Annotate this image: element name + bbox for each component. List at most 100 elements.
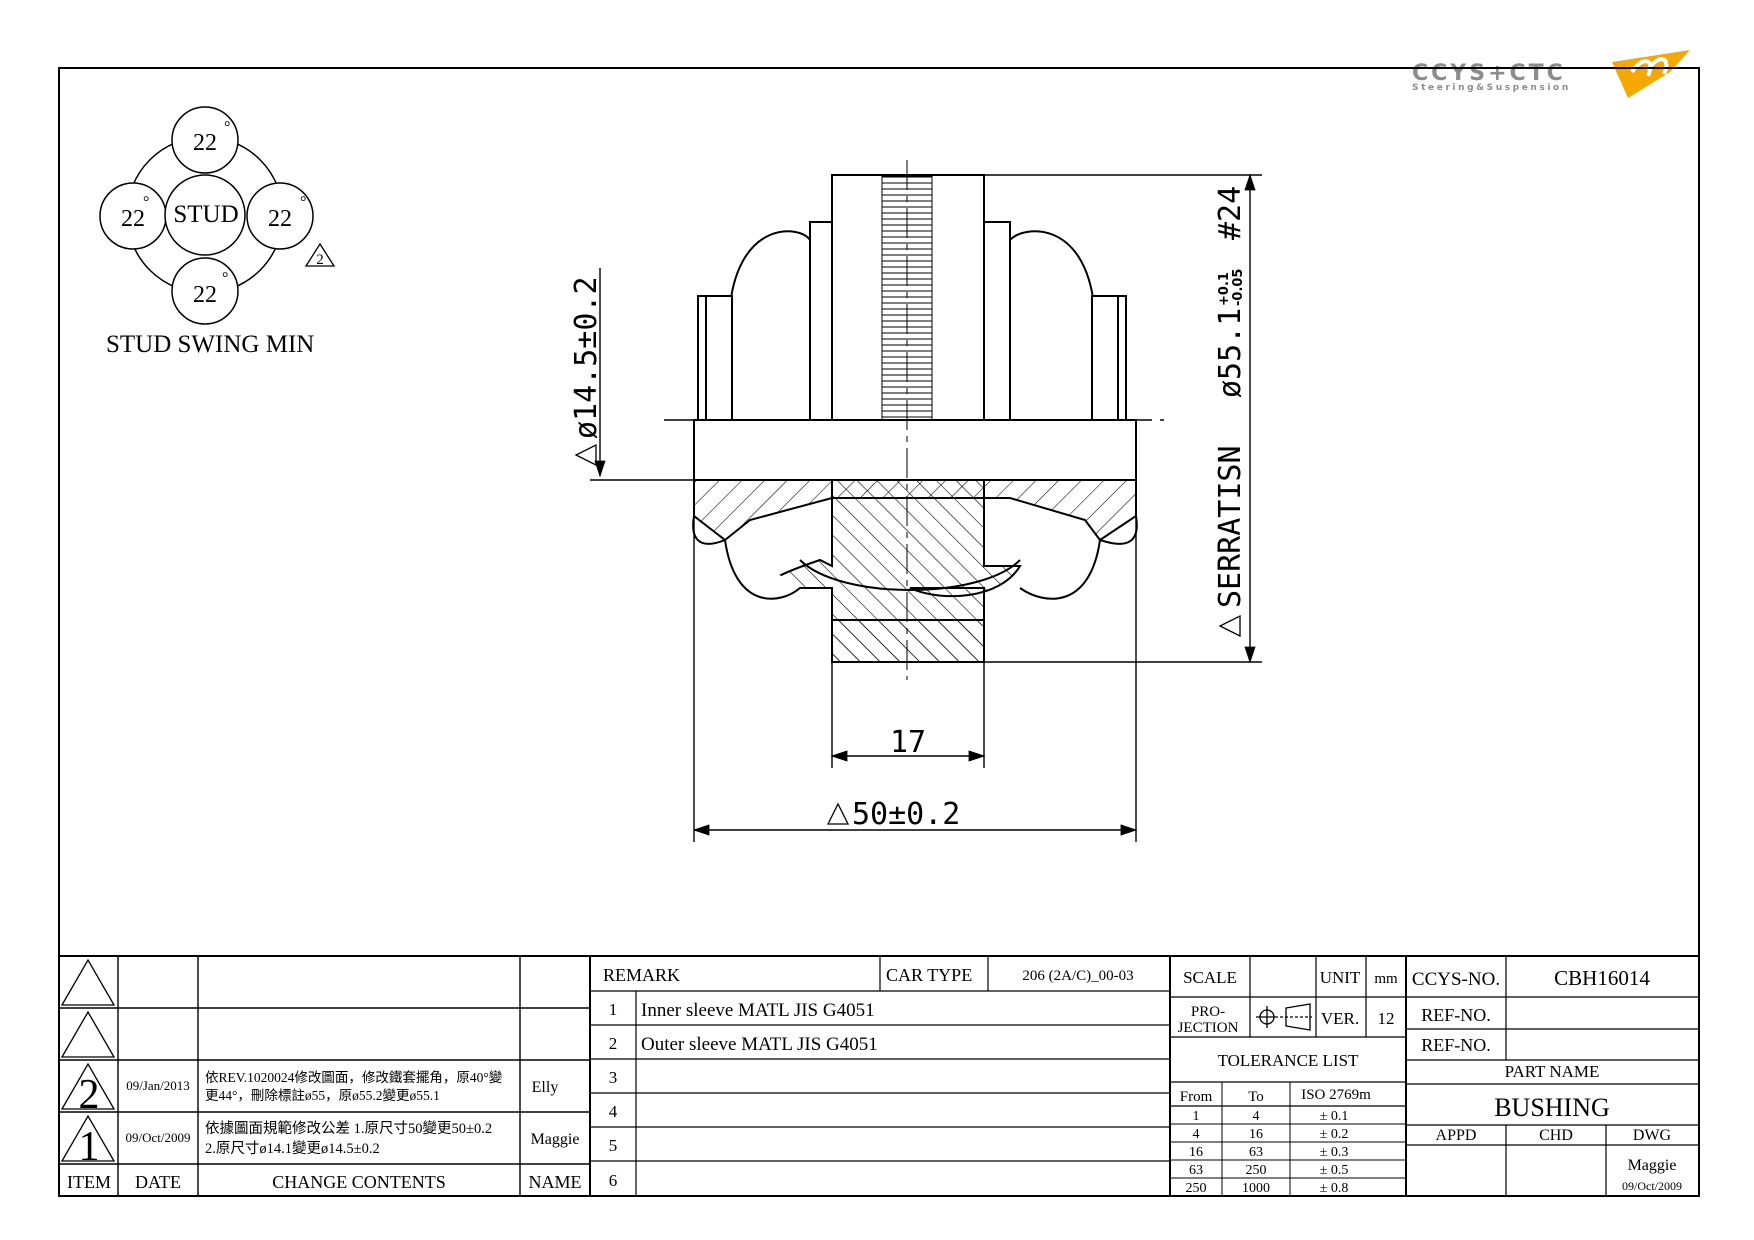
scale-unit-block: SCALE UNIT mm PRO- JECTION VER. 12	[1178, 968, 1398, 1036]
part-title-block: CCYS-NO. CBH16014 REF-NO. REF-NO. PART N…	[1412, 966, 1682, 1193]
projection-label-1: PRO-	[1191, 1004, 1225, 1020]
width-17-text: 17	[890, 725, 926, 760]
tol-row-2-from: 4	[1193, 1127, 1200, 1142]
part-name-value: BUSHING	[1494, 1093, 1610, 1122]
car-type-label: CAR TYPE	[886, 965, 972, 985]
stud-swing-diagram: 22 22 22 22 ° ° ° ° STUD 2 STUD SWING MI…	[99, 106, 336, 358]
swing-center-label: STUD	[173, 201, 238, 228]
ver-label: VER.	[1321, 1009, 1359, 1028]
car-type-value: 206 (2A/C)_00-03	[1022, 968, 1133, 984]
dwg-name: Maggie	[1628, 1157, 1677, 1174]
swing-caption: STUD SWING MIN	[106, 331, 314, 358]
tol-row-1-val: ± 0.1	[1320, 1109, 1349, 1124]
rev-row-3-name: Elly	[532, 1079, 559, 1096]
swing-center-circle	[164, 174, 246, 256]
tol-row-4-val: ± 0.5	[1320, 1163, 1349, 1178]
width-50-triangle-icon	[826, 802, 850, 825]
bushing-cross-section	[664, 160, 1164, 680]
rev-row-4-name: Maggie	[531, 1131, 580, 1148]
swing-left-degree: °	[143, 194, 149, 211]
tol-row-5-from: 250	[1186, 1181, 1207, 1196]
tol-header-from: From	[1180, 1089, 1213, 1105]
chd-label: CHD	[1539, 1127, 1573, 1144]
rev-header-date: DATE	[135, 1172, 181, 1192]
serration-tol-lower: -0.05	[1231, 269, 1246, 306]
remark-label: REMARK	[603, 965, 680, 985]
tol-row-2-to: 16	[1249, 1127, 1263, 1142]
swing-left-value: 22	[121, 206, 145, 232]
swing-right-circle	[246, 182, 314, 250]
logo-brand: CCYS+CTC	[1412, 61, 1566, 86]
revision-triangle-icon	[304, 242, 336, 267]
swing-top-circle	[171, 106, 239, 174]
swing-right-value: 22	[268, 206, 292, 232]
rev-row-3-date: 09/Jan/2013	[126, 1078, 190, 1093]
rev-row-4-date: 09/Oct/2009	[126, 1130, 191, 1145]
swing-top-degree: °	[224, 119, 230, 136]
projection-symbol-icon	[1256, 1003, 1312, 1031]
serration-tol-upper: +0.1	[1217, 272, 1232, 306]
ccys-no-label: CCYS-NO.	[1412, 969, 1500, 990]
tol-row-3-to: 63	[1249, 1145, 1263, 1160]
serration-count: #24	[1213, 186, 1248, 240]
inner-dia-dimension: ø14.5±0.2	[569, 276, 604, 467]
unit-value: mm	[1374, 971, 1398, 987]
rev-header-item: ITEM	[67, 1172, 111, 1192]
serration-dia: ø55.1	[1213, 308, 1248, 398]
ver-value: 12	[1378, 1009, 1395, 1028]
tol-header-iso: ISO 2769m	[1301, 1087, 1371, 1103]
remark-row-1-text: Inner sleeve MATL JIS G4051	[641, 1000, 875, 1021]
ref-no-label-2: REF-NO.	[1421, 1035, 1491, 1055]
title-block-grid	[59, 955, 1699, 1196]
scale-label: SCALE	[1183, 968, 1237, 987]
remark-table: REMARK CAR TYPE 206 (2A/C)_00-03 1 Inner…	[603, 965, 1134, 1190]
remark-row-3-no: 3	[609, 1068, 618, 1087]
rev-row-3-item: 2	[79, 1072, 100, 1118]
rev-header-contents: CHANGE CONTENTS	[272, 1172, 446, 1192]
ref-no-label-1: REF-NO.	[1421, 1005, 1491, 1025]
swing-bottom-circle	[171, 257, 239, 325]
tol-header-to: To	[1248, 1089, 1264, 1105]
tol-row-5-to: 1000	[1242, 1181, 1270, 1196]
rev-row-4-line2: 2.原尺寸ø14.1變更ø14.5±0.2	[205, 1140, 380, 1157]
dimensions	[590, 173, 1262, 842]
ccys-no-value: CBH16014	[1554, 966, 1650, 990]
rev-row-4-item: 1	[79, 1124, 100, 1170]
swing-top-value: 22	[193, 130, 217, 156]
remark-row-1-no: 1	[609, 1000, 618, 1019]
width-50-dimension: 50±0.2	[826, 797, 960, 832]
serration-dimension: SERRATISN ø55.1 +0.1 -0.05 #24	[1213, 186, 1248, 638]
swing-right-degree: °	[300, 194, 306, 211]
serration-label: SERRATISN	[1213, 445, 1248, 608]
tol-row-1-from: 1	[1193, 1109, 1200, 1124]
projection-label-2: JECTION	[1178, 1020, 1239, 1036]
swing-bottom-degree: °	[222, 270, 228, 287]
inner-dia-triangle-icon	[574, 443, 597, 467]
appd-label: APPD	[1436, 1127, 1477, 1144]
rev-row-3-line1: 依REV.1020024修改圖面，修改鐵套擺角，原40°變	[205, 1069, 502, 1085]
tolerance-title: TOLERANCE LIST	[1218, 1051, 1359, 1070]
tol-row-4-to: 250	[1246, 1163, 1267, 1178]
logo-tagline: Steering&Suspension	[1412, 83, 1571, 93]
tol-row-3-from: 16	[1189, 1145, 1203, 1160]
revision-table: 2 09/Jan/2013 依REV.1020024修改圖面，修改鐵套擺角，原4…	[67, 1069, 582, 1192]
remark-row-6-no: 6	[609, 1171, 618, 1190]
width-50-text: 50±0.2	[852, 797, 960, 832]
tol-row-2-val: ± 0.2	[1320, 1127, 1349, 1142]
swing-revision-number: 2	[316, 252, 324, 268]
serration-triangle-icon	[1218, 614, 1241, 638]
remark-row-4-no: 4	[609, 1102, 618, 1121]
remark-row-2-text: Outer sleeve MATL JIS G4051	[641, 1034, 878, 1055]
logo-mark-icon	[1612, 50, 1690, 98]
drawing-frame	[58, 67, 1700, 1197]
part-name-label: PART NAME	[1505, 1062, 1600, 1081]
inner-dia-text: ø14.5±0.2	[569, 276, 604, 439]
tol-row-5-val: ± 0.8	[1320, 1181, 1349, 1196]
rev-row-4-line1: 依據圖面規範修改公差 1.原尺寸50變更50±0.2	[205, 1119, 492, 1137]
tolerance-list: TOLERANCE LIST From To ISO 2769m 1 4 ± 0…	[1180, 1051, 1371, 1196]
rev-header-name: NAME	[529, 1172, 582, 1192]
tol-row-3-val: ± 0.3	[1320, 1145, 1349, 1160]
rev-row-3-line2: 更44°，刪除標註ø55，原ø55.2變更ø55.1	[205, 1088, 440, 1103]
remark-row-2-no: 2	[609, 1034, 618, 1053]
